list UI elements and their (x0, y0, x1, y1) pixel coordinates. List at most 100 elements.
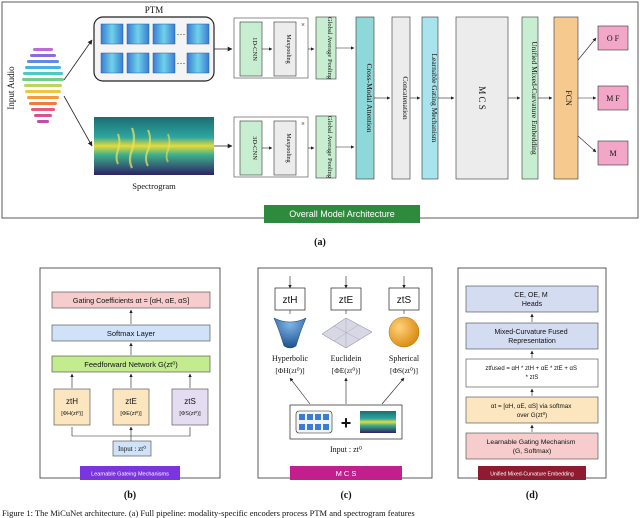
input-audio-label: Input Audio (6, 66, 16, 110)
c-zte-label: ztE (339, 295, 354, 306)
alpha-line-1: αt = [αH, αE, αS] via softmax (491, 403, 572, 410)
arrow-input-to-hyp (289, 377, 311, 405)
spectrogram-mini-icon (360, 411, 396, 433)
mcs-banner (290, 466, 402, 480)
mcs-banner-label: M C S (336, 469, 357, 478)
zth-block (53, 388, 91, 426)
ptm-mini-icon (295, 410, 333, 434)
zts-block (171, 388, 209, 426)
hyperbolic-label: Hyperbolic (272, 354, 308, 363)
maxpool-top-block (273, 21, 297, 77)
ptm-label: PTM (145, 5, 164, 15)
umce-label: Unified Mixed-Curvature Embedding (530, 41, 539, 155)
heads-label: CE, OE, M Heads (514, 292, 549, 308)
plus-sign: + (341, 413, 352, 433)
mcs-block (455, 16, 509, 180)
cross-modal-attention-label: Cross-Modal Attention (365, 64, 374, 133)
input-b-block (112, 440, 152, 457)
mcfr-label: Mixed-Curvature Fused Representation (494, 329, 569, 345)
input-b-label: Input : zt⁰ (118, 445, 146, 453)
fused-formula-label: ztfused = αH * ztH + αE * ztE + αS * ztS (485, 366, 578, 381)
hyperbolic-sub-label: [ΦH(zt⁰)] (275, 366, 304, 375)
repeat-top-label: × (301, 21, 305, 29)
fcn-block (553, 16, 579, 180)
arrow-audio-to-spec (63, 95, 93, 147)
cnn-maxpool-bottom-frame (233, 116, 309, 178)
gating-banner-label: Learnable Gateing Mechanisms (91, 472, 169, 478)
output-mf-label: M F (606, 94, 620, 103)
output-of-block (597, 25, 629, 51)
gating-banner (80, 466, 180, 480)
heads-block (465, 285, 599, 313)
concatenation-label: Concatenation (401, 76, 410, 120)
gating-label: Learnable Gating Mechanism (430, 53, 439, 142)
cnn-3d-label: 3D-CNN (251, 136, 258, 160)
euclidean-plane-icon (321, 317, 373, 349)
spectrogram-label: Spectrogram (132, 181, 176, 191)
spherical-surface-icon (388, 316, 420, 348)
c-zth-label: ztH (283, 295, 298, 306)
softmax-block (51, 324, 211, 342)
arrow-fcn-to-m (577, 135, 597, 153)
c-zth-block (274, 287, 306, 311)
output-of-label: O F (607, 34, 620, 43)
alpha-block (465, 396, 599, 424)
umce-banner (478, 466, 586, 480)
lgm-label: Learnable Gating Mechanism (G, Softmax) (487, 439, 578, 455)
alpha-line-2: over G(zt⁰) (517, 412, 548, 419)
fused-line-1: ztfused = αH * ztH + αE * ztE + αS (485, 366, 577, 372)
mcfr-block (465, 322, 599, 350)
c-zte-block (330, 287, 362, 311)
softmax-label: Softmax Layer (107, 329, 156, 338)
spectrogram-image (94, 117, 214, 175)
svg-text:···: ··· (177, 58, 186, 68)
zth-label: ztH (66, 397, 78, 406)
gating-coeff-label: Gating Coefficients αt = [αH, αE, αS] (73, 296, 189, 305)
lgm-line-1: Learnable Gating Mechanism (487, 439, 576, 446)
heads-line-1: CE, OE, M (514, 292, 548, 299)
maxpool-bottom-block (273, 120, 297, 176)
figure-caption: Figure 1: The MiCuNet architecture. (a) … (2, 508, 415, 518)
ffn-block (51, 355, 211, 373)
zte-block (112, 388, 150, 426)
mcs-label: M C S (477, 86, 487, 110)
output-m-block (597, 140, 629, 166)
zte-sub-label: [ΦE(zt⁰)] (120, 410, 142, 417)
cnn-maxpool-top-frame (233, 17, 309, 79)
zts-label: ztS (184, 397, 196, 406)
lgm-block (465, 432, 599, 460)
repeat-bottom-label: × (301, 120, 305, 128)
audio-waveform-icon (22, 48, 64, 123)
ffn-label: Feedforward Network G(zt⁰) (84, 360, 178, 369)
euclidean-sub-label: [ΦE(zt⁰)] (332, 366, 360, 375)
hyperbolic-surface-icon (273, 317, 307, 349)
c-input-frame (289, 404, 403, 440)
caption-b: (b) (124, 490, 136, 501)
caption-a: (a) (314, 237, 326, 248)
overall-architecture-banner (264, 205, 420, 223)
fused-line-2: * ztS (526, 375, 539, 381)
cnn-1d-label: 1D-CNN (251, 37, 258, 61)
mcfr-line-2: Representation (508, 338, 556, 345)
arrow-audio-to-ptm (63, 39, 93, 81)
heads-line-2: Heads (522, 301, 543, 308)
gap-top-label: Global Average Pooling (326, 17, 333, 80)
ptm-feature-grid: ··· ··· (100, 23, 210, 74)
gap-bottom-label: Global Average Pooling (326, 116, 333, 179)
gating-coeff-block (51, 291, 211, 309)
maxpool-bottom-label: Maxpooling (285, 133, 291, 162)
c-input-label: Input : zt⁰ (330, 445, 362, 454)
caption-d: (d) (526, 490, 538, 501)
fcn-label: FCN (564, 90, 573, 106)
overall-architecture-label: Overall Model Architecture (289, 209, 395, 219)
c-zts-block (388, 287, 420, 311)
caption-c: (c) (340, 490, 351, 501)
maxpool-top-label: Maxpooling (285, 34, 291, 63)
zth-sub-label: [ΦH(zt⁰)] (61, 410, 83, 417)
arrow-input-to-sph (381, 377, 405, 405)
euclidean-label: Euclidein (331, 354, 362, 363)
alpha-label: αt = [αH, αE, αS] via softmax over G(zt⁰… (491, 403, 573, 419)
output-m-label: M (609, 149, 616, 158)
umce-banner-label: Unified Mixed-Curvature Embedding (490, 472, 574, 478)
